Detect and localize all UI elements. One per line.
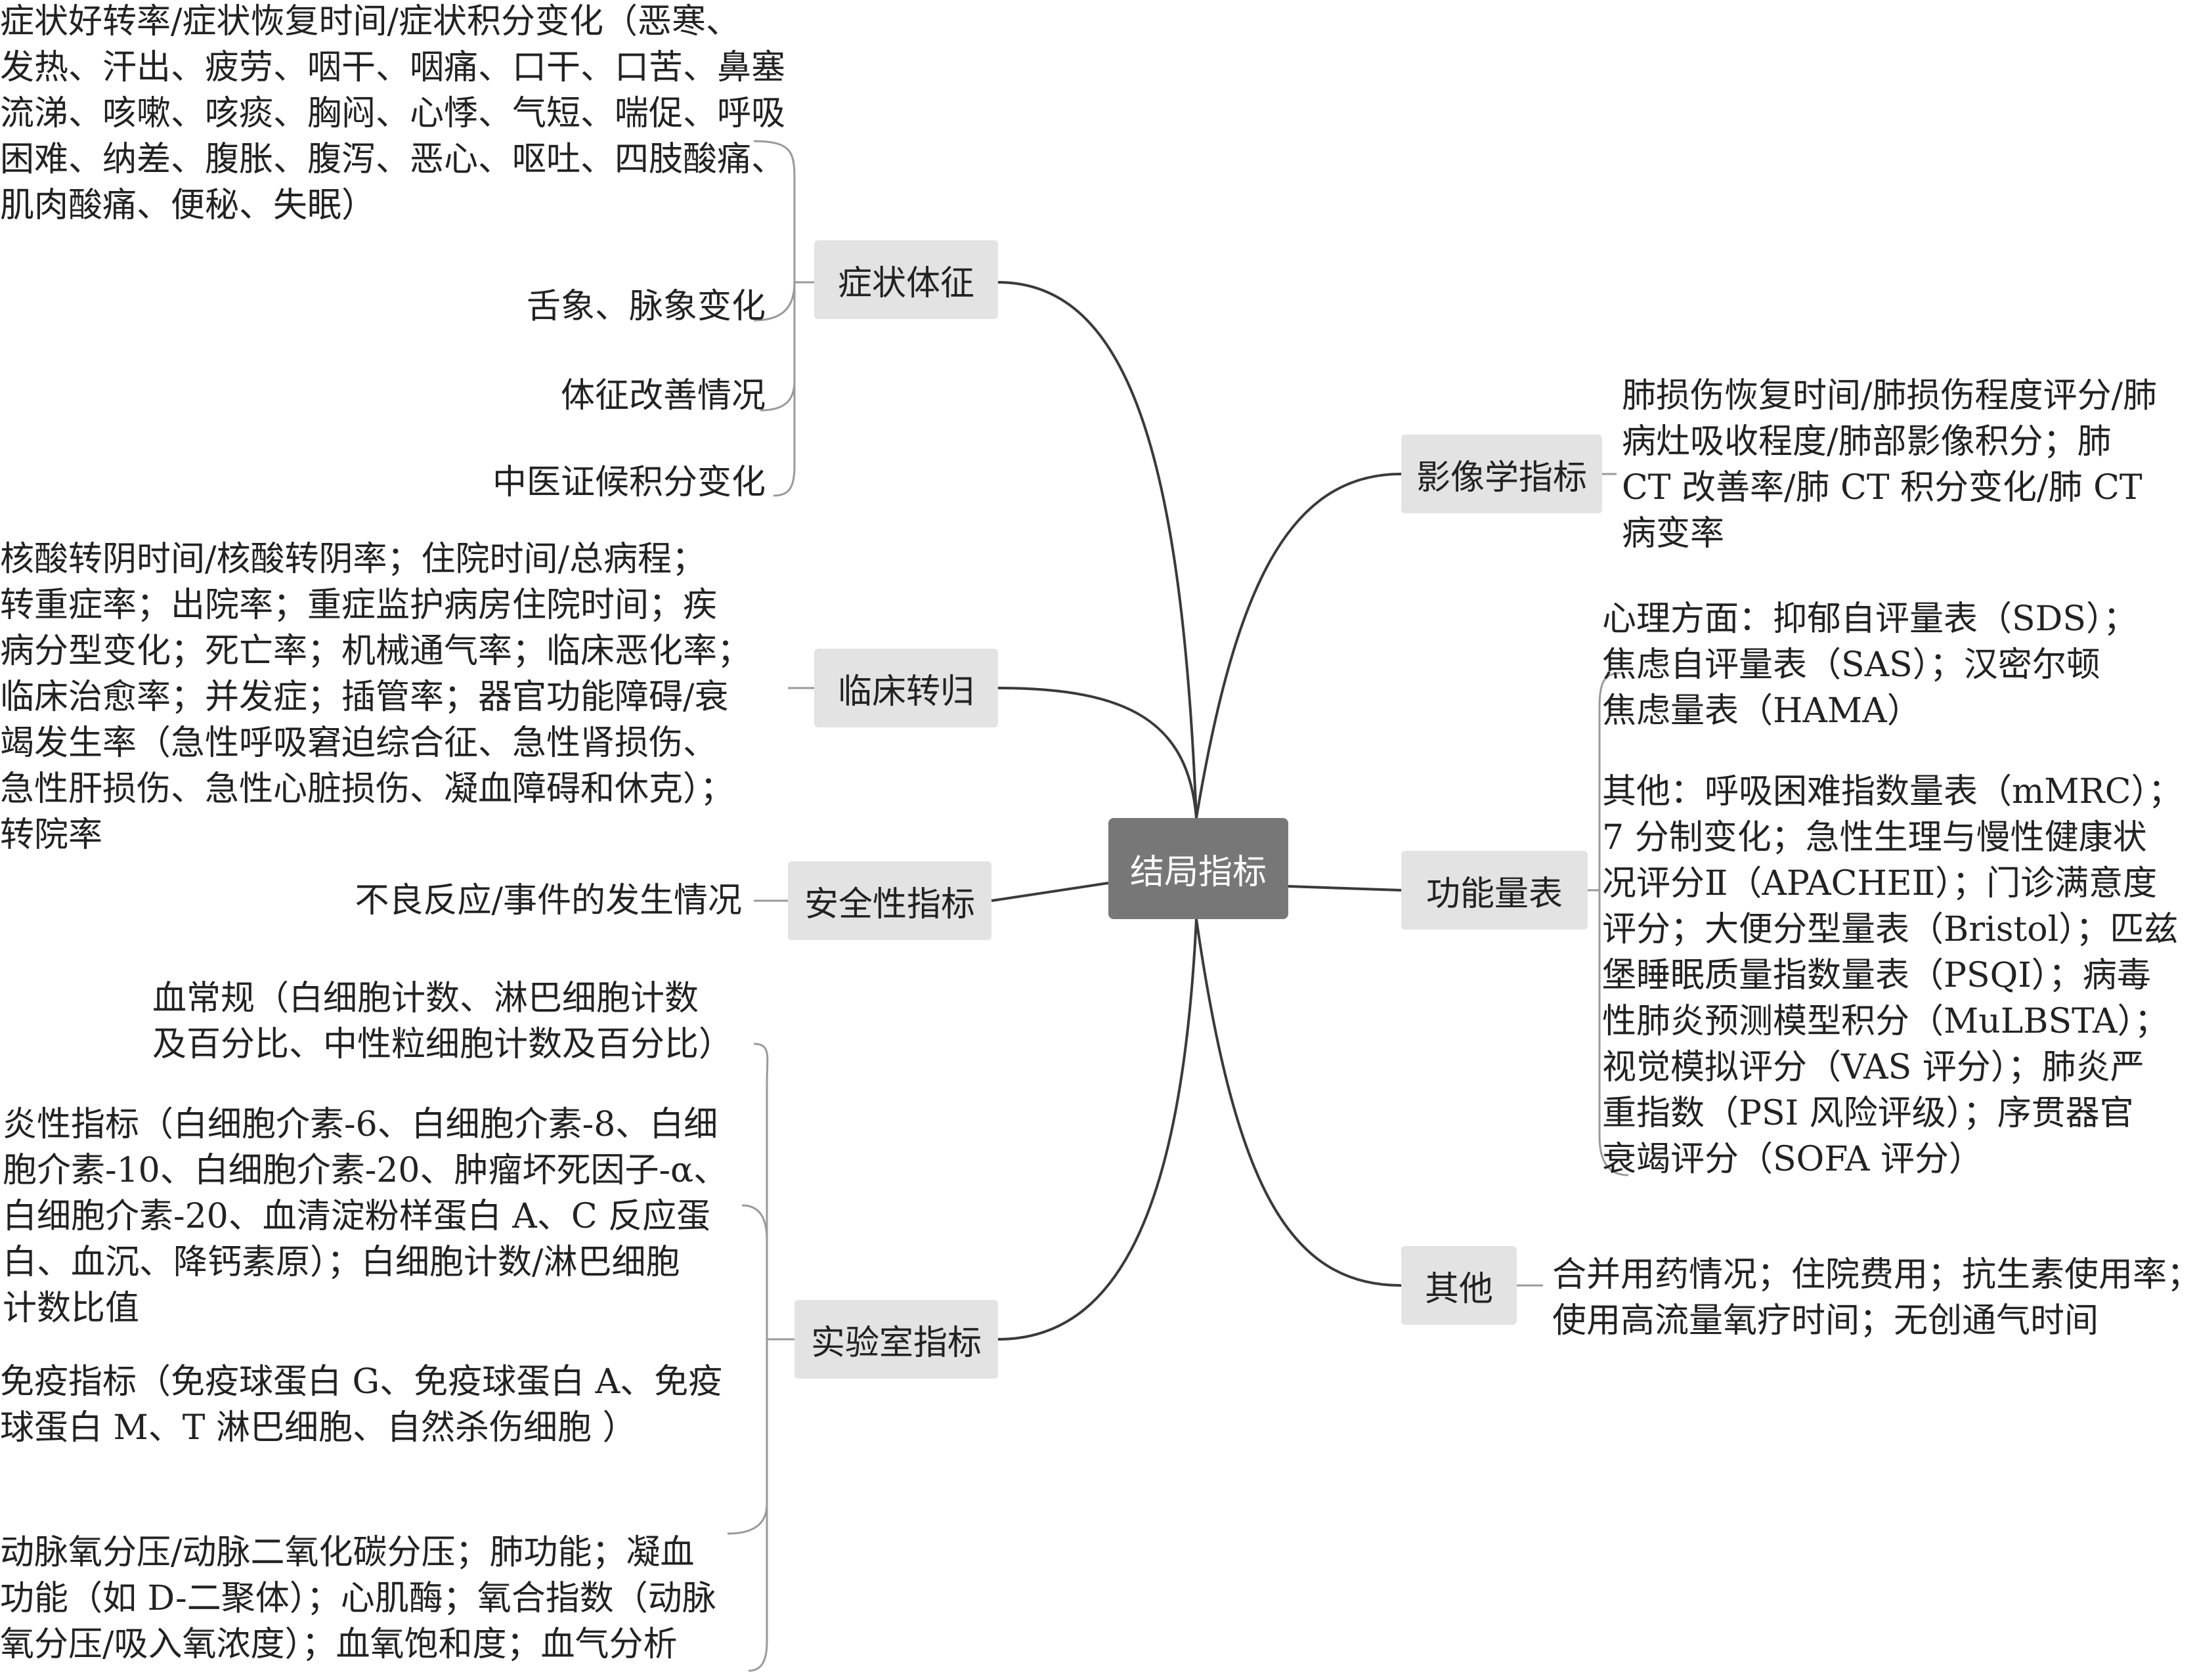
leaf-line: 急性肝损伤、急性心脏损伤、凝血障碍和休克）； xyxy=(0,769,735,809)
leaf-line: 舌象、脉象变化 xyxy=(526,287,766,326)
leaf-clinical-1: 核酸转阴时间/核酸转阴率；住院时间/总病程； 转重症率；出院率；重症监护病房住院… xyxy=(0,536,751,858)
leaf-line: 中医证候积分变化 xyxy=(492,463,766,502)
leaf-line: 胞介素-10、白细胞介素-20、肿瘤坏死因子-α、 xyxy=(3,1151,728,1190)
leaf-line: 7 分制变化；急性生理与慢性健康状 xyxy=(1602,818,2147,857)
connector-clinical xyxy=(997,687,1198,819)
leaf-line: 其他：呼吸困难指数量表（mMRC）； xyxy=(1602,772,2183,811)
leaf-line: 肌肉酸痛、便秘、失眠） xyxy=(0,186,376,225)
leaf-line: 心理方面：抑郁自评量表（SDS）； xyxy=(1602,599,2137,639)
leaf-line: 血常规（白细胞计数、淋巴细胞计数 xyxy=(152,979,699,1018)
leaf-other-1: 合并用药情况；住院费用；抗生素使用率； 使用高流量氧疗时间；无创通气时间 xyxy=(1552,1252,2197,1344)
leaf-lab-3: 免疫指标（免疫球蛋白 G、免疫球蛋白 A、免疫 球蛋白 M、T 淋巴细胞、自然杀… xyxy=(0,1359,722,1451)
leaf-line: 肺损伤恢复时间/肺损伤程度评分/肺 xyxy=(1622,376,2158,416)
leaf-line: 困难、纳差、腹胀、腹泻、恶心、呕吐、四肢酸痛、 xyxy=(0,140,786,179)
leaf-line: 重指数（PSI 风险评级）；序贯器官 xyxy=(1602,1094,2134,1133)
leaf-lab-2: 炎性指标（白细胞介素-6、白细胞介素-8、白细 胞介素-10、白细胞介素-20、… xyxy=(3,1102,728,1331)
leaf-lab-4: 动脉氧分压/动脉二氧化碳分压；肺功能；凝血 功能（如 D-二聚体）；心肌酶；氧合… xyxy=(0,1530,716,1668)
leaf-symptoms-3: 体征改善情况 xyxy=(561,373,766,419)
leaf-line: 及百分比、中性粒细胞计数及百分比） xyxy=(152,1025,733,1064)
leaf-line: 焦虑自评量表（SAS）；汉密尔顿 xyxy=(1602,645,2100,685)
leaf-line: 评分；大便分型量表（Bristol）；匹兹 xyxy=(1602,910,2179,949)
leaf-line: 病分型变化；死亡率；机械通气率；临床恶化率； xyxy=(0,632,752,671)
leaf-line: 衰竭评分（SOFA 评分） xyxy=(1602,1140,1983,1179)
bracket-symptoms xyxy=(753,140,814,497)
leaf-line: 球蛋白 M、T 淋巴细胞、自然杀伤细胞 ） xyxy=(0,1408,637,1448)
node-function[interactable]: 功能量表 xyxy=(1401,851,1588,930)
leaf-line: 使用高流量氧疗时间；无创通气时间 xyxy=(1552,1301,2099,1341)
connector-other xyxy=(1195,918,1402,1287)
leaf-line: 性肺炎预测模型积分（MuLBSTA）； xyxy=(1602,1002,2169,1041)
center-node[interactable]: 结局指标 xyxy=(1108,818,1288,919)
node-symptoms[interactable]: 症状体征 xyxy=(814,240,998,319)
leaf-line: 症状好转率/症状恢复时间/症状积分变化（恶寒、 xyxy=(0,2,741,41)
leaf-function-1: 心理方面：抑郁自评量表（SDS）； 焦虑自评量表（SAS）；汉密尔顿 焦虑量表（… xyxy=(1602,596,2137,734)
leaf-line: 核酸转阴时间/核酸转阴率；住院时间/总病程； xyxy=(0,540,707,579)
node-other[interactable]: 其他 xyxy=(1401,1246,1517,1325)
leaf-line: 焦虑量表（HAMA） xyxy=(1602,691,1921,731)
bracket-function xyxy=(1588,672,1629,1176)
bracket-lab xyxy=(727,1043,794,1672)
node-imaging[interactable]: 影像学指标 xyxy=(1401,435,1602,513)
leaf-line: 计数比值 xyxy=(3,1289,140,1328)
connector-symptoms xyxy=(997,281,1198,819)
connector-safety xyxy=(991,882,1109,902)
leaf-line: 视觉模拟评分（VAS 评分）；肺炎严 xyxy=(1602,1048,2144,1087)
leaf-line: 白、血沉、降钙素原）；白细胞计数/淋巴细胞 xyxy=(3,1243,680,1282)
leaf-line: 不良反应/事件的发生情况 xyxy=(355,881,742,920)
leaf-line: 转重症率；出院率；重症监护病房住院时间；疾 xyxy=(0,586,718,625)
leaf-line: 流涕、咳嗽、咳痰、胸闷、心悸、气短、喘促、呼吸 xyxy=(0,94,786,133)
node-safety[interactable]: 安全性指标 xyxy=(788,861,991,940)
leaf-symptoms-1: 症状好转率/症状恢复时间/症状积分变化（恶寒、 发热、汗出、疲劳、咽干、咽痛、口… xyxy=(0,0,785,228)
leaf-line: 堡睡眠质量指数量表（PSQI）；病毒 xyxy=(1602,956,2151,995)
leaf-safety-1: 不良反应/事件的发生情况 xyxy=(355,878,742,924)
leaf-line: 功能（如 D-二聚体）；心肌酶；氧合指数（动脉 xyxy=(0,1579,716,1618)
leaf-line: 免疫指标（免疫球蛋白 G、免疫球蛋白 A、免疫 xyxy=(0,1362,723,1402)
leaf-symptoms-4: 中医证候积分变化 xyxy=(492,460,766,506)
connector-imaging xyxy=(1195,473,1402,819)
leaf-function-2: 其他：呼吸困难指数量表（mMRC）； 7 分制变化；急性生理与慢性健康状 况评分… xyxy=(1602,769,2183,1182)
leaf-line: 白细胞介素-20、血清淀粉样蛋白 A、C 反应蛋 xyxy=(3,1197,711,1236)
leaf-line: 体征改善情况 xyxy=(560,376,766,416)
node-clinical[interactable]: 临床转归 xyxy=(814,649,998,727)
leaf-lab-1: 血常规（白细胞计数、淋巴细胞计数 及百分比、中性粒细胞计数及百分比） xyxy=(152,976,733,1067)
leaf-line: 合并用药情况；住院费用；抗生素使用率； xyxy=(1552,1255,2197,1295)
leaf-line: 临床治愈率；并发症；插管率；器官功能障碍/衰 xyxy=(0,678,729,717)
leaf-imaging-1: 肺损伤恢复时间/肺损伤程度评分/肺 病灶吸收程度/肺部影像积分；肺 CT 改善率… xyxy=(1622,373,2157,557)
leaf-line: 转院率 xyxy=(0,815,103,855)
leaf-symptoms-2: 舌象、脉象变化 xyxy=(527,284,766,330)
connector-function xyxy=(1288,885,1402,892)
leaf-line: 炎性指标（白细胞介素-6、白细胞介素-8、白细 xyxy=(3,1105,718,1144)
leaf-line: 况评分Ⅱ（APACHEⅡ）；门诊满意度 xyxy=(1602,864,2158,903)
leaf-line: 氧分压/吸入氧浓度）；血氧饱和度；血气分析 xyxy=(0,1625,678,1664)
leaf-line: 病灶吸收程度/肺部影像积分；肺 xyxy=(1622,422,2112,462)
node-lab[interactable]: 实验室指标 xyxy=(794,1300,998,1379)
leaf-line: 病变率 xyxy=(1622,514,1725,553)
leaf-line: 动脉氧分压/动脉二氧化碳分压；肺功能；凝血 xyxy=(0,1533,695,1572)
connector-lab xyxy=(997,918,1198,1341)
leaf-line: 竭发生率（急性呼吸窘迫综合征、急性肾损伤、 xyxy=(0,723,718,763)
leaf-line: 发热、汗出、疲劳、咽干、咽痛、口干、口苦、鼻塞 xyxy=(0,48,786,87)
leaf-line: CT 改善率/肺 CT 积分变化/肺 CT xyxy=(1622,468,2143,507)
